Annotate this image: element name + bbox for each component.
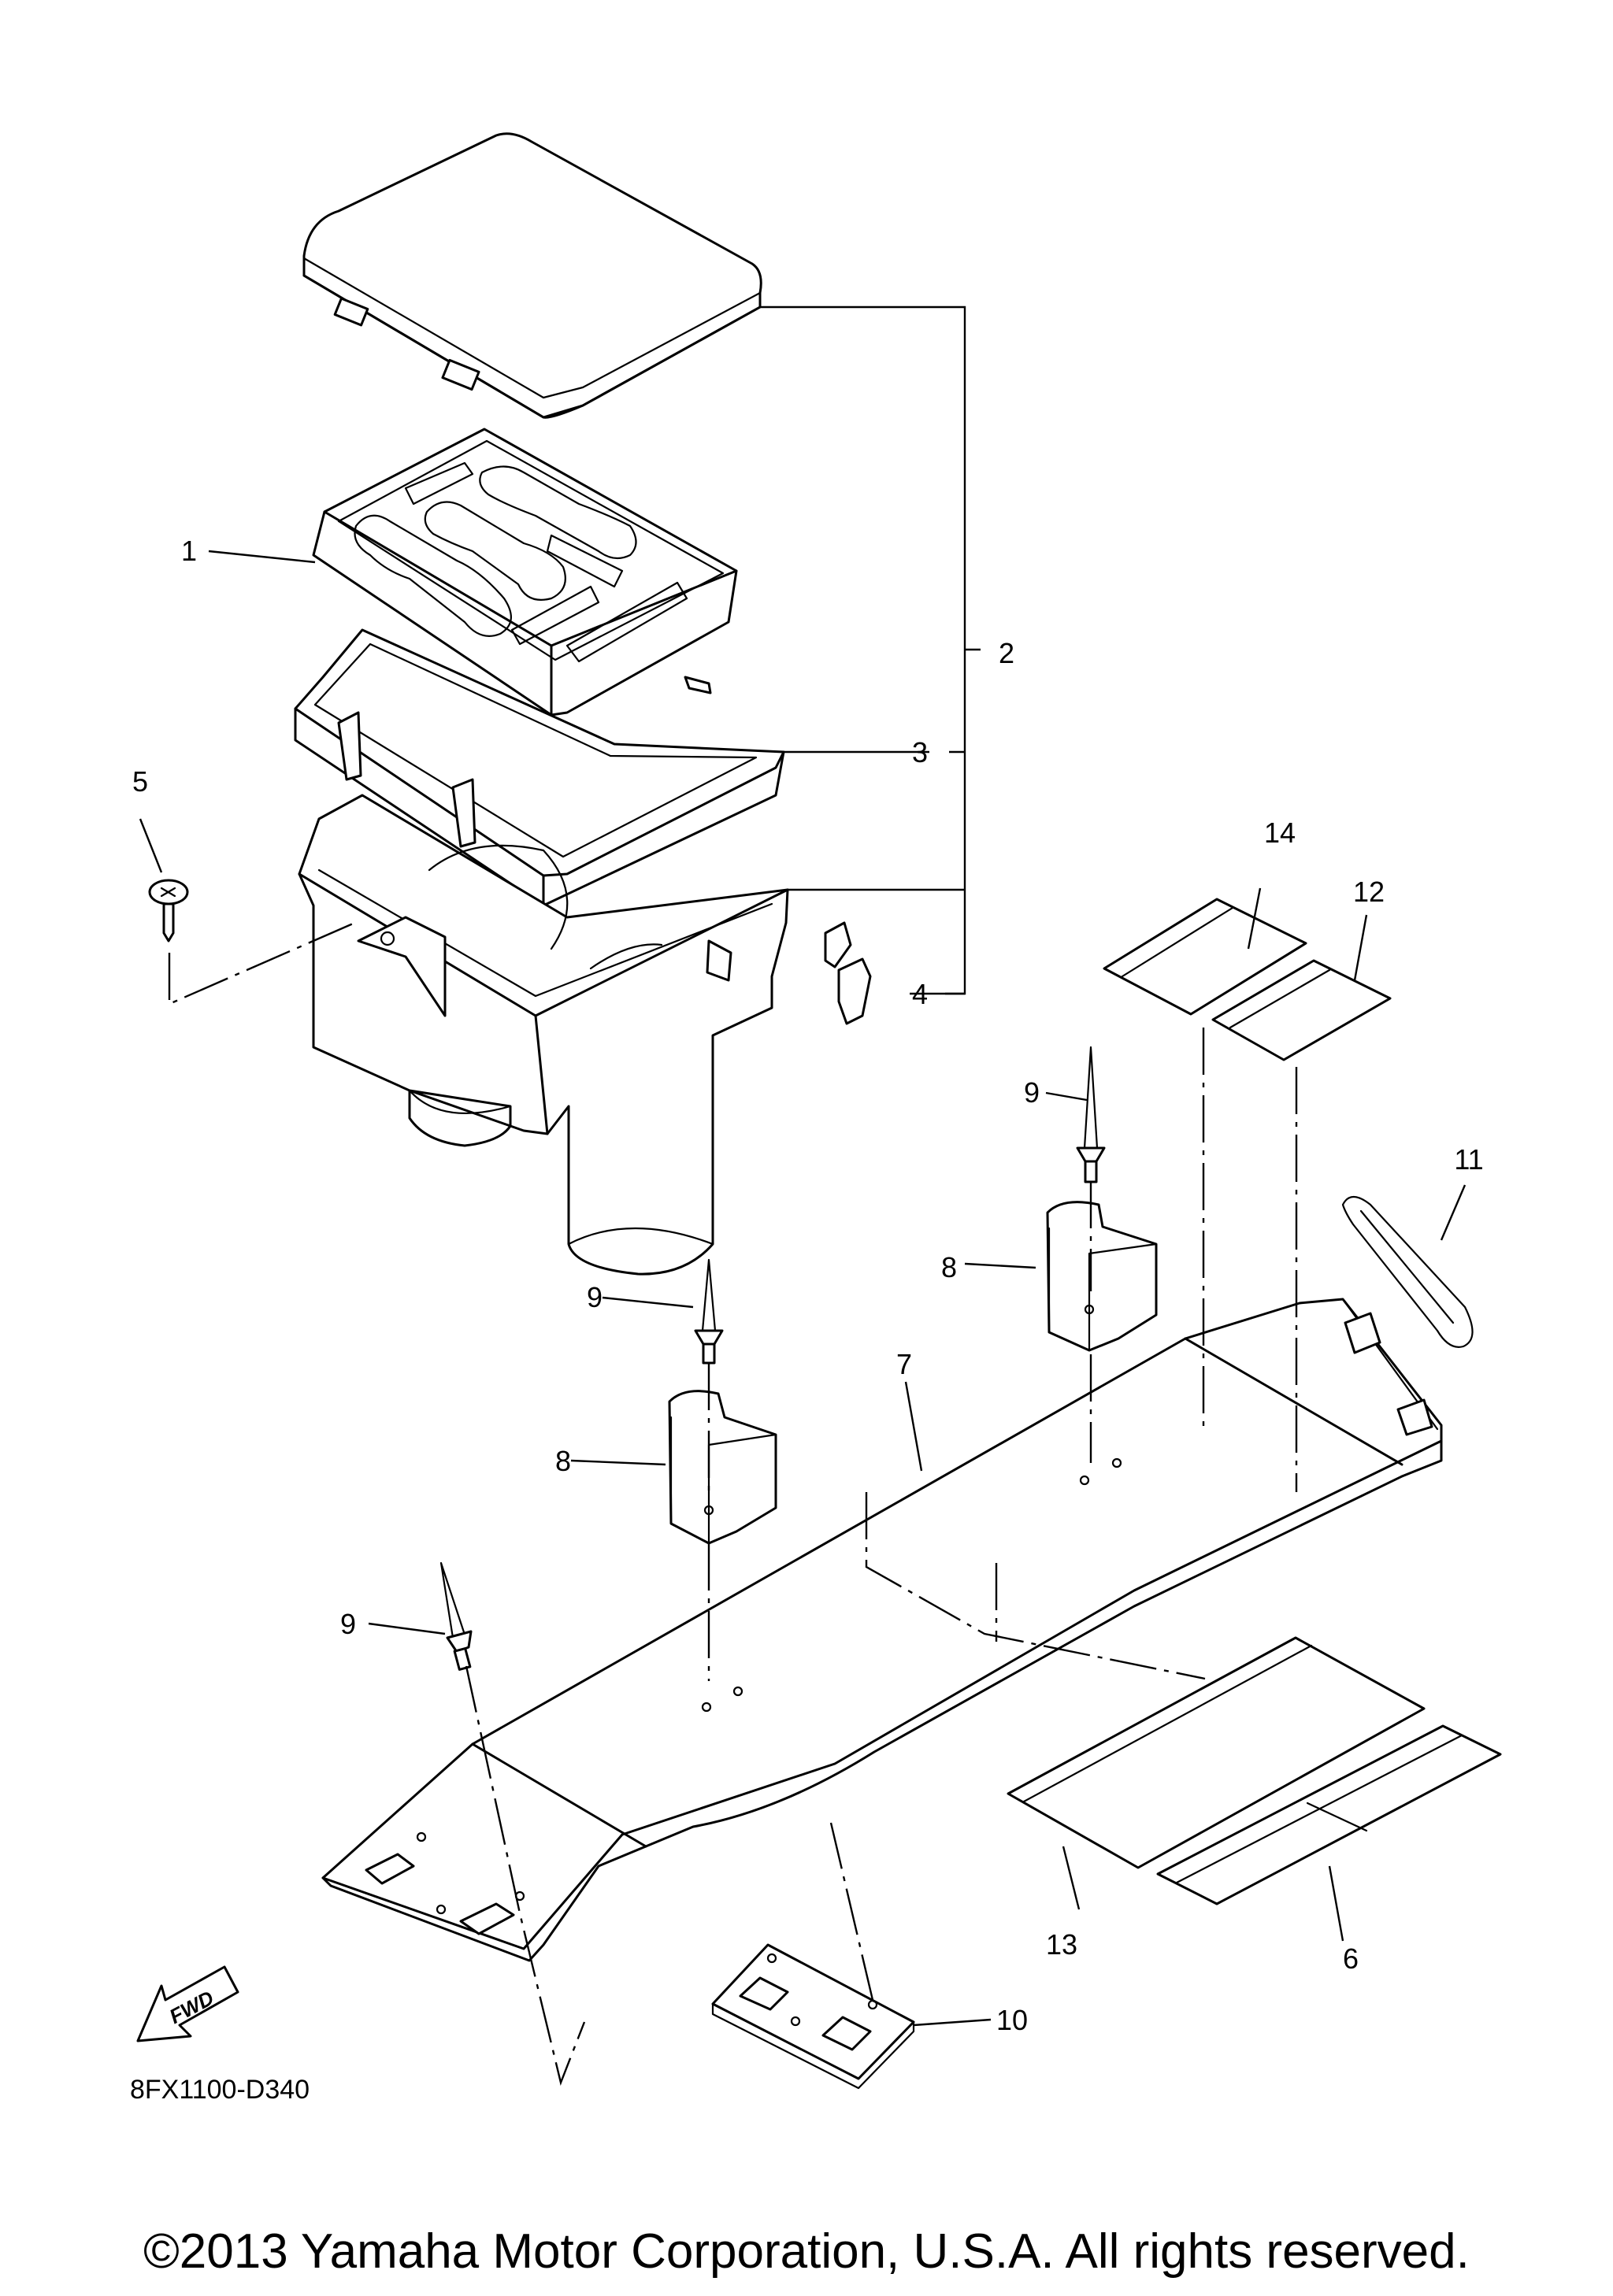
callout-8-lower: 8: [555, 1445, 571, 1477]
callout-9-middle: 9: [587, 1281, 603, 1313]
storage-box-body: [298, 794, 789, 1276]
diagram-code: 8FX1100-D340: [130, 2075, 310, 2105]
label-sticker-6: [1156, 1724, 1502, 1905]
label-sticker-13: [1007, 1636, 1426, 1869]
assembly-center-lines: [168, 920, 1298, 2086]
storage-box-lid: [302, 132, 762, 419]
label-sticker-14: [1103, 898, 1307, 1016]
callout-12: 12: [1353, 876, 1385, 908]
rivet-lower: [439, 1561, 473, 1671]
callout-10: 10: [996, 2004, 1028, 2036]
callout-8-upper: 8: [941, 1251, 957, 1283]
forward-arrow-icon: FWD: [136, 1965, 239, 2042]
callout-5: 5: [132, 765, 148, 798]
callout-13: 13: [1046, 1928, 1077, 1961]
latch-clip: [824, 921, 872, 1025]
wire-hook: [1341, 1195, 1474, 1348]
callout-6: 6: [1343, 1942, 1359, 1975]
callout-4: 4: [912, 978, 928, 1010]
small-plate: [711, 1943, 915, 2090]
mounting-plate: [321, 1298, 1443, 1962]
callout-2: 2: [999, 637, 1014, 669]
rivet-middle: [694, 1258, 724, 1365]
callout-numbers: 1 2 3 4 5 6 7 8 8 9 9 9 10 11 12 13 14: [132, 535, 1484, 2036]
callout-14: 14: [1264, 817, 1296, 849]
callout-9-lower: 9: [340, 1608, 356, 1640]
callout-9-upper: 9: [1024, 1076, 1040, 1109]
callout-7: 7: [896, 1348, 912, 1380]
callout-3: 3: [912, 736, 928, 768]
callout-leaders: [139, 306, 1467, 2027]
clamp-lower: [668, 1390, 777, 1545]
callout-11: 11: [1454, 1143, 1483, 1176]
callout-1: 1: [181, 535, 197, 567]
rivet-upper: [1076, 1046, 1106, 1183]
tool-tray: [312, 428, 738, 717]
clamp-upper: [1046, 1201, 1158, 1352]
copyright-notice: ©2013 Yamaha Motor Corporation, U.S.A. A…: [143, 2224, 1470, 2279]
screw: [148, 879, 189, 942]
label-sticker-12: [1211, 959, 1392, 1061]
